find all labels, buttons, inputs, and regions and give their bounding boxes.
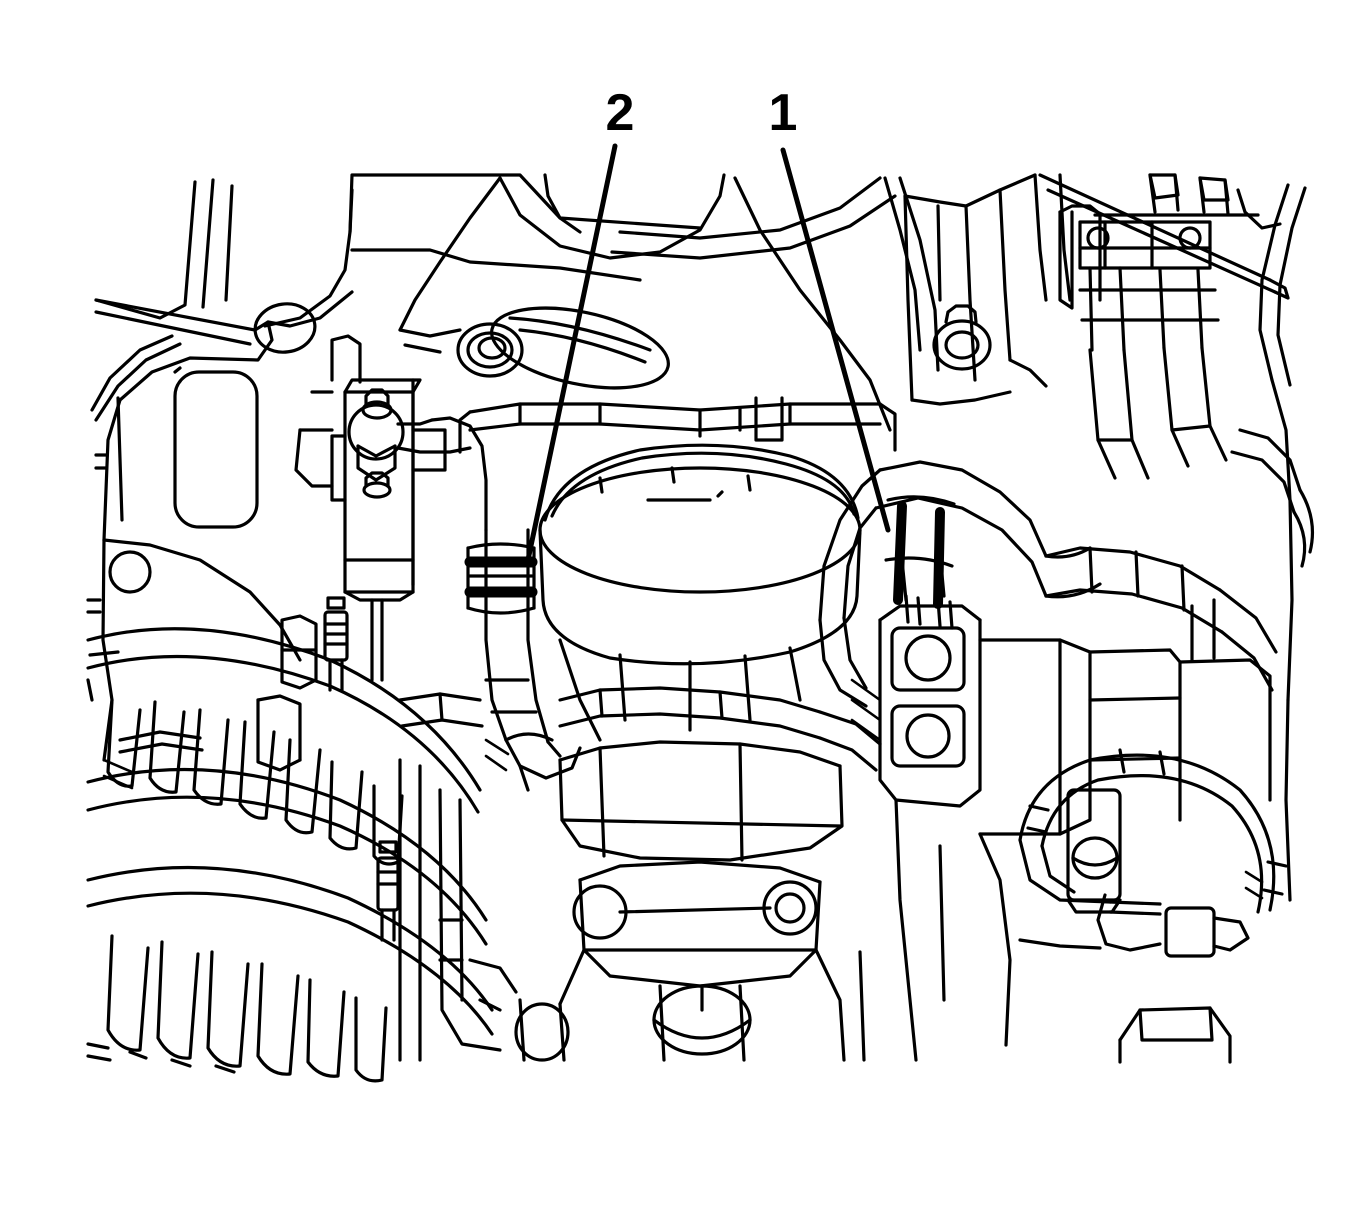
right-hose-clamp-detail <box>884 495 956 630</box>
drawing-strokes <box>86 173 1315 1083</box>
left-coolant-hose <box>396 416 582 792</box>
injector-bank <box>1038 173 1290 480</box>
detail-hatching <box>102 678 1264 900</box>
lower-block-housing <box>514 740 866 1062</box>
left-hose-clamp <box>464 556 538 598</box>
plenum-top-rail <box>458 396 897 454</box>
left-mid-brackets <box>118 614 318 772</box>
left-hose-clamp-sides <box>466 542 536 615</box>
callout-label-1: 1 <box>769 84 798 142</box>
pulley-ribs-lower <box>106 934 388 1083</box>
far-right-panel <box>1270 378 1294 902</box>
engine-cover-upper <box>398 173 940 432</box>
wiring-harness <box>1018 748 1288 958</box>
leader-line-2 <box>525 143 618 563</box>
fuel-rail-assembly <box>903 173 1072 406</box>
lower-right-baseplate <box>894 798 1232 1064</box>
solenoid-cylinder <box>1066 788 1122 914</box>
hose-nipple-mid <box>376 840 400 942</box>
right-lower-hose <box>1044 546 1278 692</box>
leader-lines <box>525 143 891 563</box>
leader-line-1 <box>780 147 891 533</box>
hose-nipple-left <box>323 596 349 692</box>
center-pipes <box>558 686 882 772</box>
callout-label-2: 2 <box>606 84 635 142</box>
left-deflector <box>90 334 182 422</box>
right-hose-clamp <box>893 501 945 609</box>
bracket-assembly <box>294 334 447 682</box>
left-lower-structure <box>398 692 518 1062</box>
